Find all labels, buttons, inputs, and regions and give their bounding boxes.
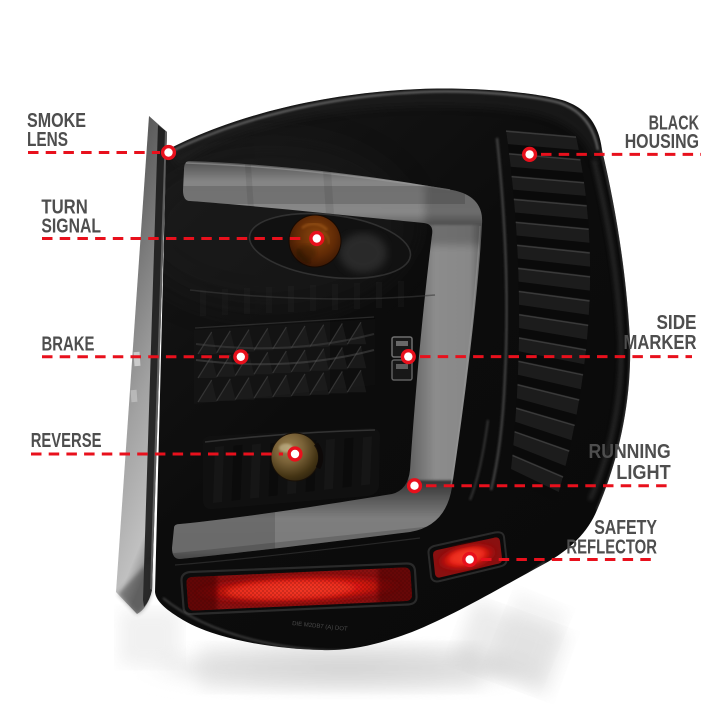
svg-text:REVERSE: REVERSE: [31, 429, 102, 452]
svg-text:LIGHT: LIGHT: [616, 461, 671, 484]
svg-text:RUNNING: RUNNING: [589, 440, 671, 463]
svg-text:SIDE: SIDE: [657, 311, 697, 334]
svg-text:SAFETY: SAFETY: [594, 516, 657, 539]
svg-text:MARKER: MARKER: [624, 331, 697, 354]
svg-text:LENS: LENS: [27, 128, 68, 151]
svg-text:BRAKE: BRAKE: [42, 333, 95, 356]
svg-text:REFLECTOR: REFLECTOR: [566, 536, 657, 559]
svg-text:HOUSING: HOUSING: [625, 130, 699, 153]
svg-text:BLACK: BLACK: [649, 112, 700, 135]
svg-text:TURN: TURN: [41, 195, 87, 218]
svg-text:SIGNAL: SIGNAL: [41, 215, 101, 238]
svg-text:DIE M2DB7 (A) DOT: DIE M2DB7 (A) DOT: [292, 621, 348, 633]
svg-text:SMOKE: SMOKE: [27, 109, 86, 132]
